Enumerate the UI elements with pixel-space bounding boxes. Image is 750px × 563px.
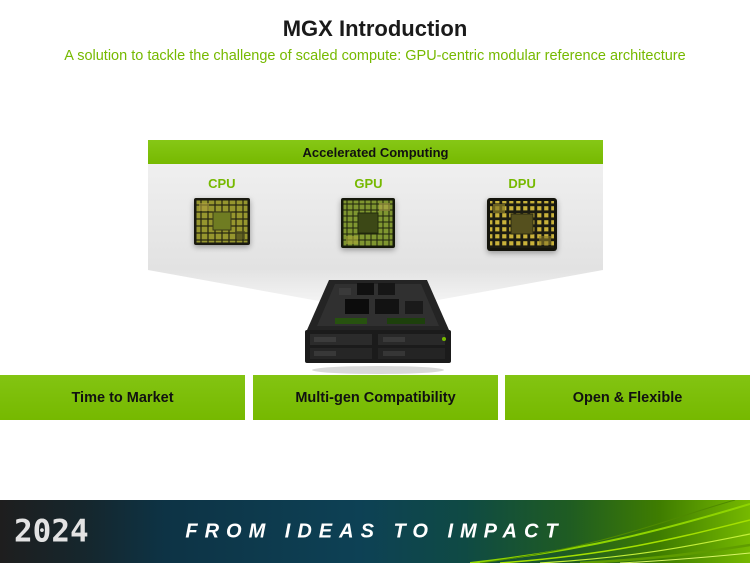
component-gpu: GPU (341, 176, 396, 248)
cpu-chip-icon (193, 198, 250, 245)
benefit-bar-time-to-market: Time to Market (0, 375, 245, 420)
footer-year: 2024 (14, 512, 89, 549)
benefit-bar-multi-gen-compatibility: Multi-gen Compatibility (253, 375, 498, 420)
cpu-label: CPU (208, 176, 236, 191)
accelerated-computing-label: Accelerated Computing (302, 144, 449, 160)
dpu-chip-icon (487, 198, 558, 251)
footer-streaks-decoration (470, 500, 750, 563)
footer-banner: 2024 FROM IDEAS TO IMPACT (0, 500, 750, 563)
component-cpu: CPU (193, 176, 250, 245)
benefit-label: Time to Market (71, 389, 174, 406)
accelerated-computing-banner: Accelerated Computing (148, 140, 603, 164)
component-dpu: DPU (487, 176, 558, 251)
benefit-bar-open-flexible: Open & Flexible (505, 375, 750, 420)
benefit-label: Open & Flexible (572, 389, 683, 406)
server-image (305, 280, 451, 374)
footer-tagline: FROM IDEAS TO IMPACT (185, 520, 565, 542)
benefit-label: Multi-gen Compatibility (295, 389, 456, 406)
slide-title: MGX Introduction (282, 16, 468, 41)
dpu-label: DPU (508, 176, 536, 191)
gpu-chip-icon (341, 198, 396, 248)
components-panel: CPU GPU (148, 164, 603, 270)
gpu-label: GPU (354, 176, 383, 191)
slide-subtitle: A solution to tackle the challenge of sc… (64, 48, 686, 64)
